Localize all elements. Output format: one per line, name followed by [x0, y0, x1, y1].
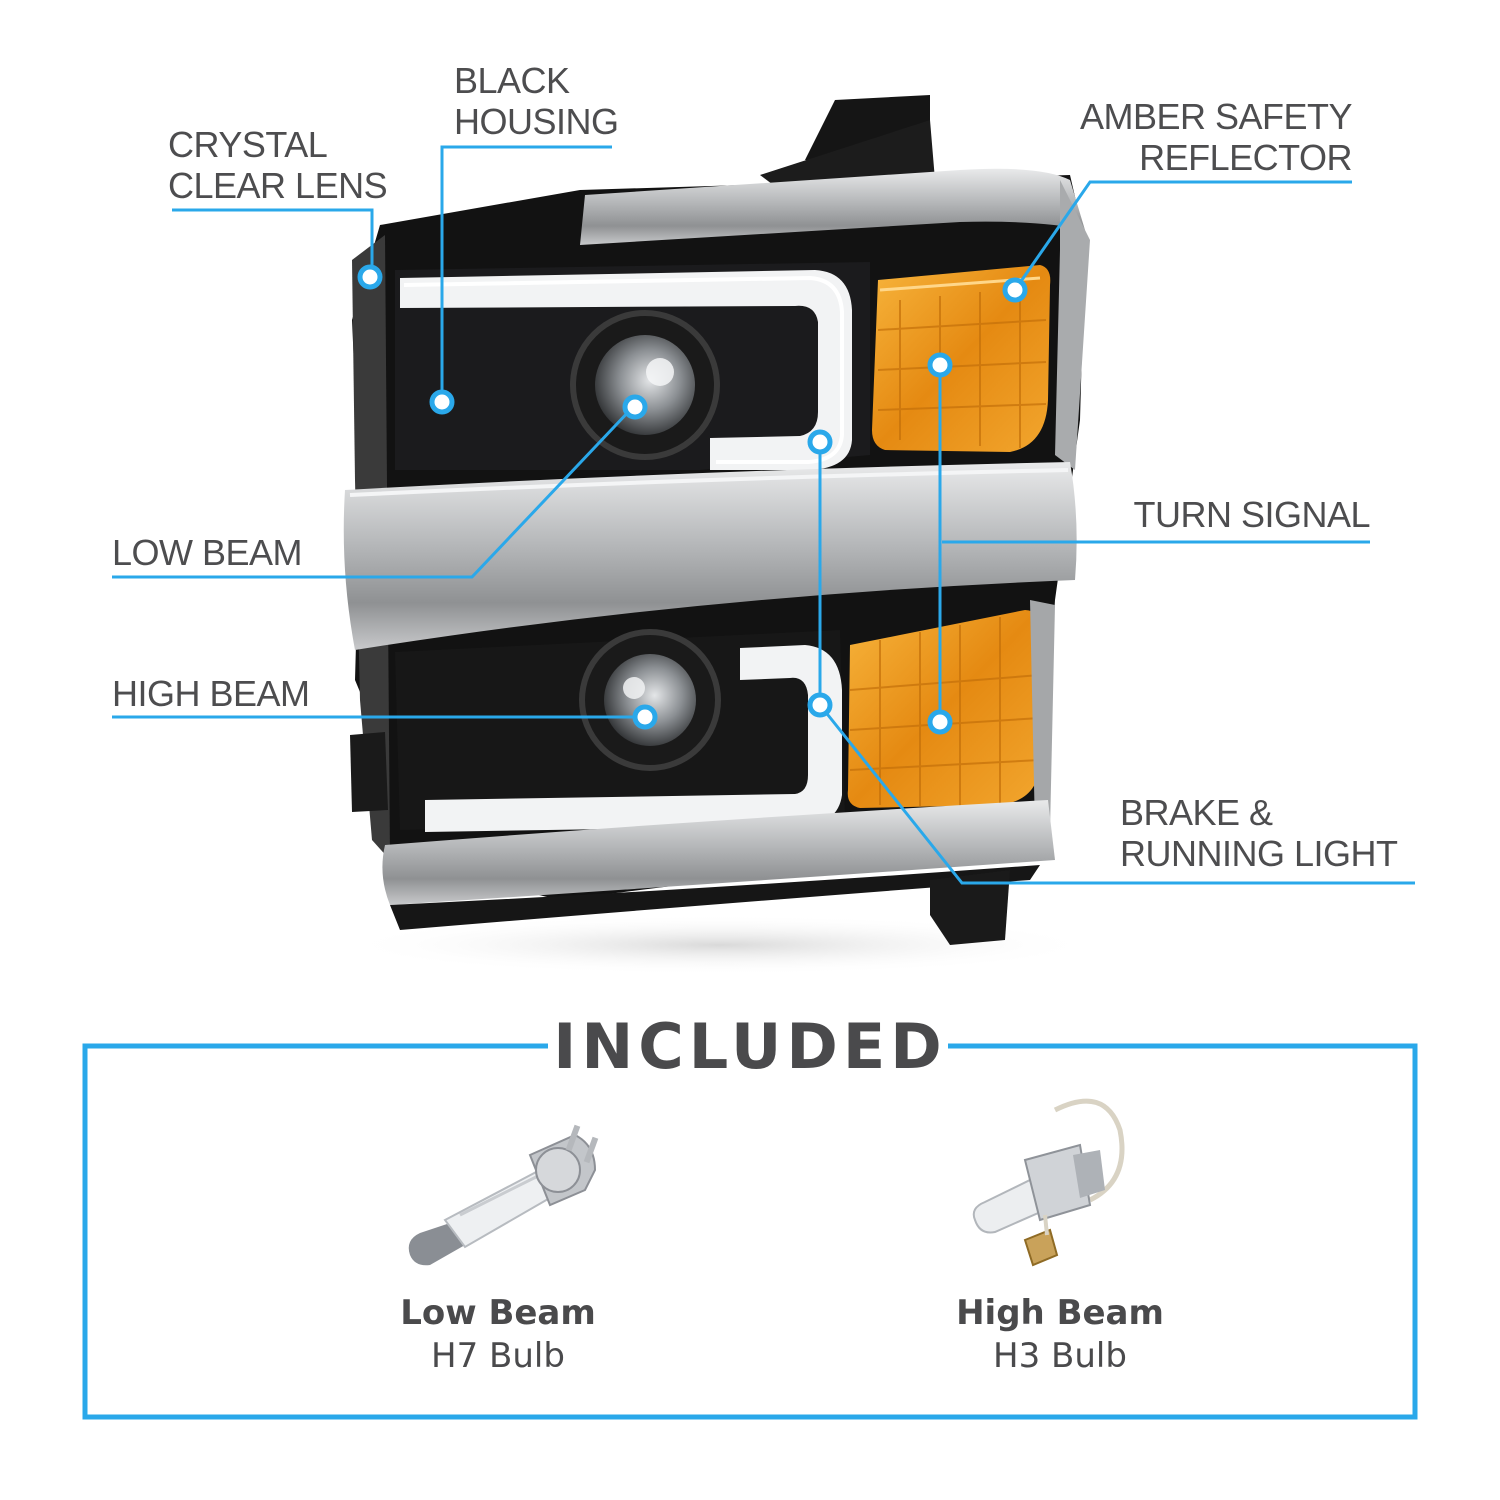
callout-dot [927, 352, 953, 378]
callout-crystal-clear-lens: CRYSTAL CLEAR LENS [168, 124, 388, 206]
callout-dot [622, 394, 648, 420]
included-title: INCLUDED [553, 1010, 947, 1083]
h7-bulb-icon [408, 1124, 599, 1266]
callout-dot [429, 389, 455, 415]
h3-bulb-icon [972, 1098, 1125, 1267]
callout-dot [807, 692, 833, 718]
callout-dot [357, 264, 383, 290]
callout-amber-safety-reflector: AMBER SAFETY REFLECTOR [1079, 96, 1353, 178]
callout-low-beam: LOW BEAM [112, 532, 303, 573]
high-beam-bulb-type: H3 Bulb [993, 1336, 1127, 1376]
low-beam-bulb-name: Low Beam [400, 1293, 596, 1333]
callout-dot [927, 709, 953, 735]
callout-dot [807, 429, 833, 455]
callout-high-beam: HIGH BEAM [112, 673, 310, 714]
high-beam-bulb-name: High Beam [956, 1293, 1164, 1333]
callout-brake-running-light: BRAKE & RUNNING LIGHT [1120, 792, 1398, 874]
callout-dot [632, 704, 658, 730]
callout-dot [1002, 277, 1028, 303]
low-beam-bulb-type: H7 Bulb [431, 1336, 565, 1376]
callout-black-housing: BLACK HOUSING [454, 60, 619, 142]
callout-turn-signal: TURN SIGNAL [1133, 494, 1370, 535]
